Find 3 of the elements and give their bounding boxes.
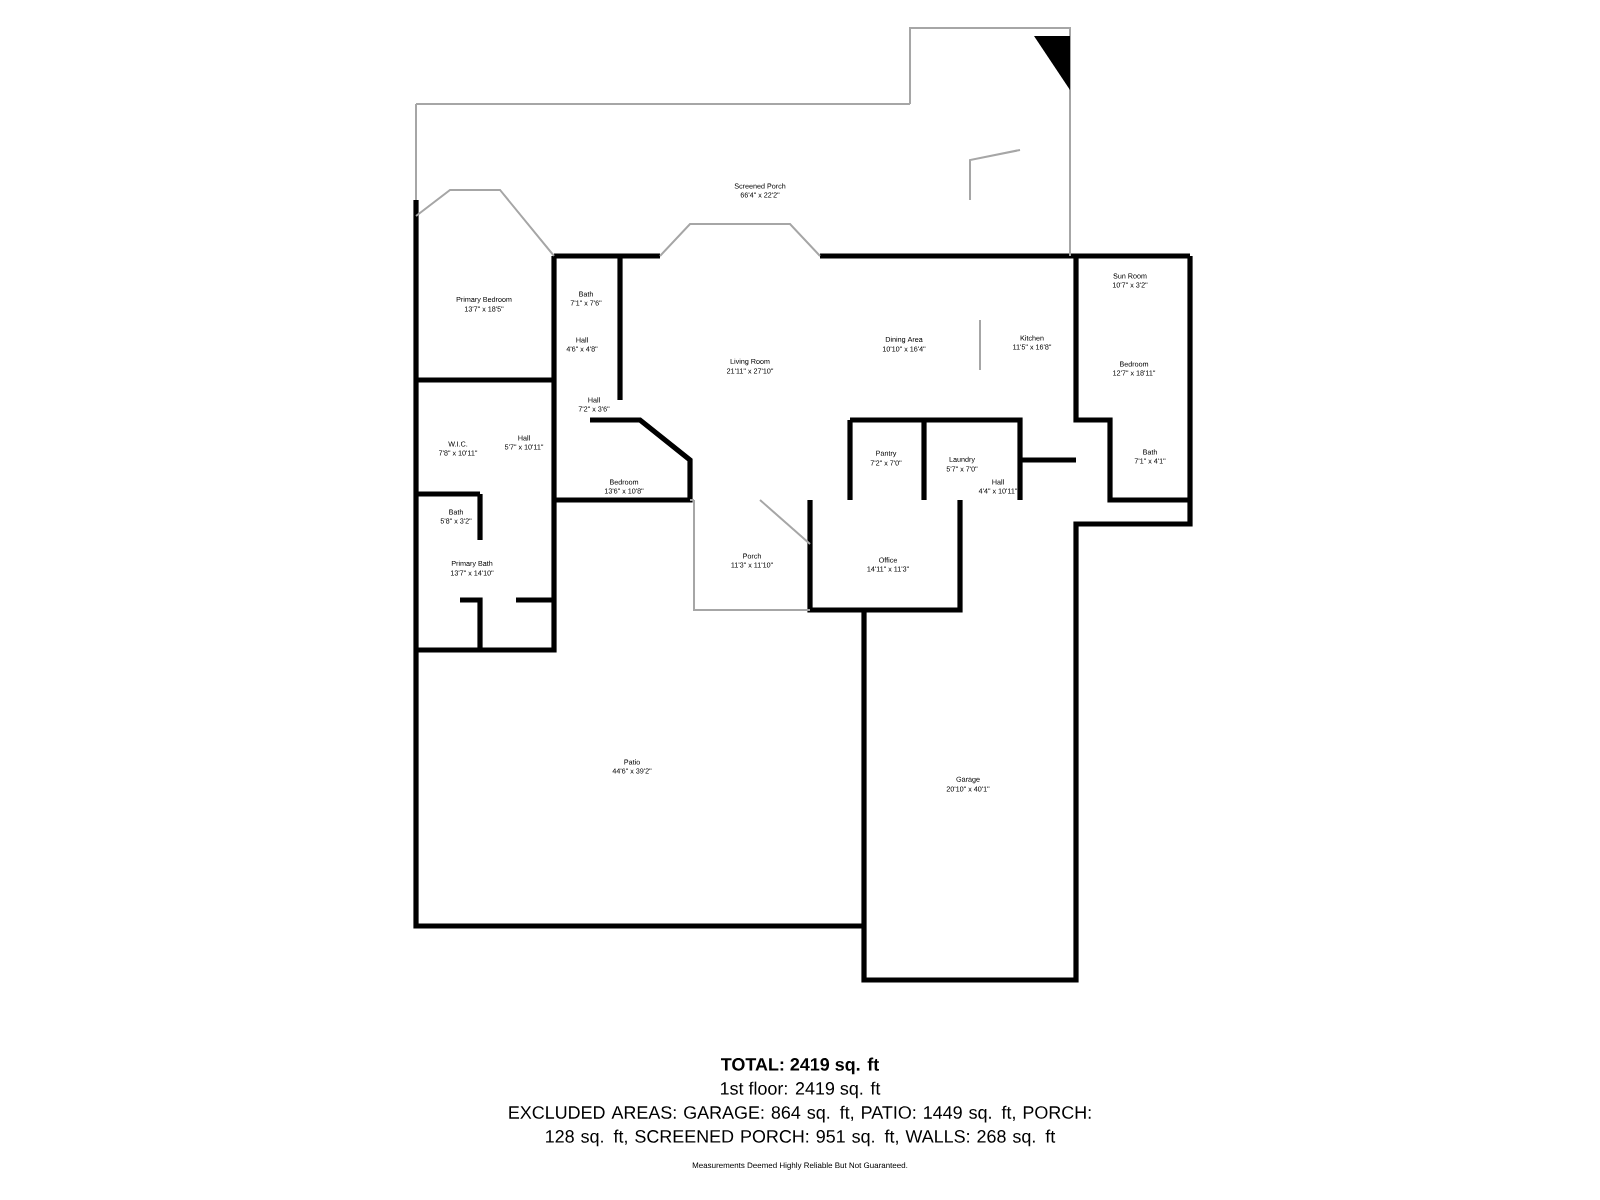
floor-area: 1st floor: 2419 sq. ft	[721, 1081, 881, 1099]
total-area: TOTAL: 2419 sq. ft	[721, 1057, 879, 1075]
excluded-areas: EXCLUDED AREAS: GARAGE: 864 sq. ft, PATIO: 1449 sq. ft, PORCH: 128 sq. ft, SCREENED PORCH: 951 sq. ft, WALLS: 268 sq. ft	[509, 1105, 1091, 1147]
